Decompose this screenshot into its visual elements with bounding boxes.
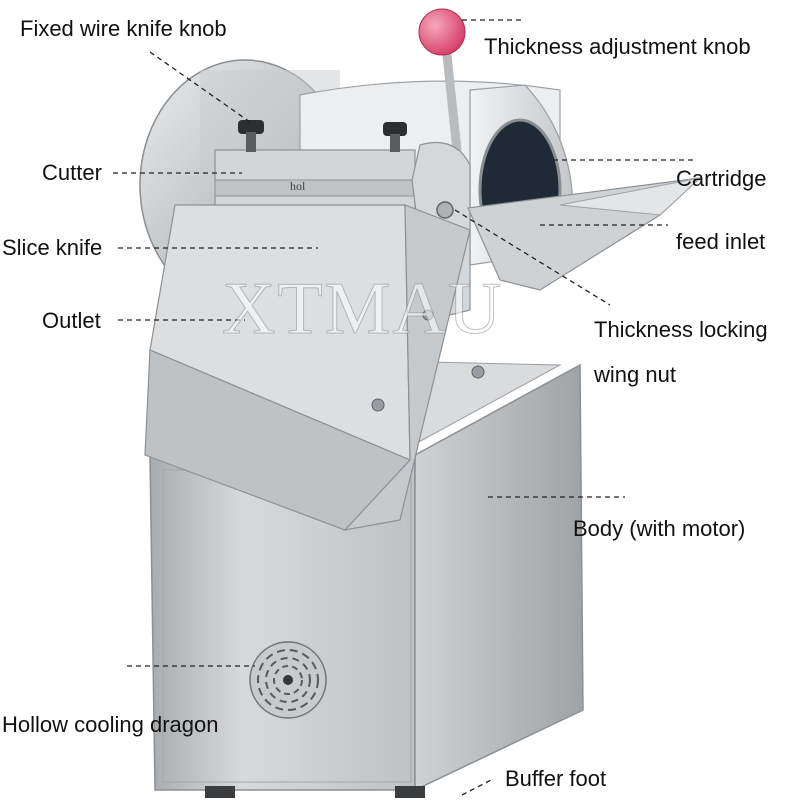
cooling-vent	[249, 641, 327, 719]
label-outlet: Outlet	[42, 308, 101, 333]
label-cutter: Cutter	[42, 160, 102, 185]
label-buffer-foot: Buffer foot	[505, 766, 607, 791]
leader-lines	[113, 19, 697, 796]
label-slice-knife: Slice knife	[2, 235, 103, 260]
label-thickness-adjustment-knob: Thickness adjustment knob	[484, 34, 751, 59]
machine-marking: hol	[290, 179, 306, 193]
leader-thickness-locking-wing-nut	[454, 209, 611, 306]
label-body-with-motor: Body (with motor)	[573, 516, 746, 541]
watermark: XTMAU	[221, 268, 504, 350]
label-hollow-cooling-dragon: Hollow cooling dragon	[2, 712, 219, 737]
leader-fixed-wire-knife-knob	[149, 51, 251, 123]
outlet-chute	[144, 204, 485, 531]
wing-nut	[436, 201, 454, 219]
label-wing-nut: wing nut	[594, 362, 676, 387]
wire-knife-knobs	[238, 120, 407, 152]
feed-inlet	[467, 177, 702, 291]
buffer-feet	[205, 786, 425, 798]
label-cartridge: Cartridge	[676, 166, 767, 191]
label-fixed-wire-knife-knob: Fixed wire knife knob	[20, 16, 227, 41]
leader-buffer-foot	[461, 778, 494, 796]
label-feed-inlet: feed inlet	[676, 229, 766, 254]
label-thickness-locking: Thickness locking	[594, 317, 768, 342]
